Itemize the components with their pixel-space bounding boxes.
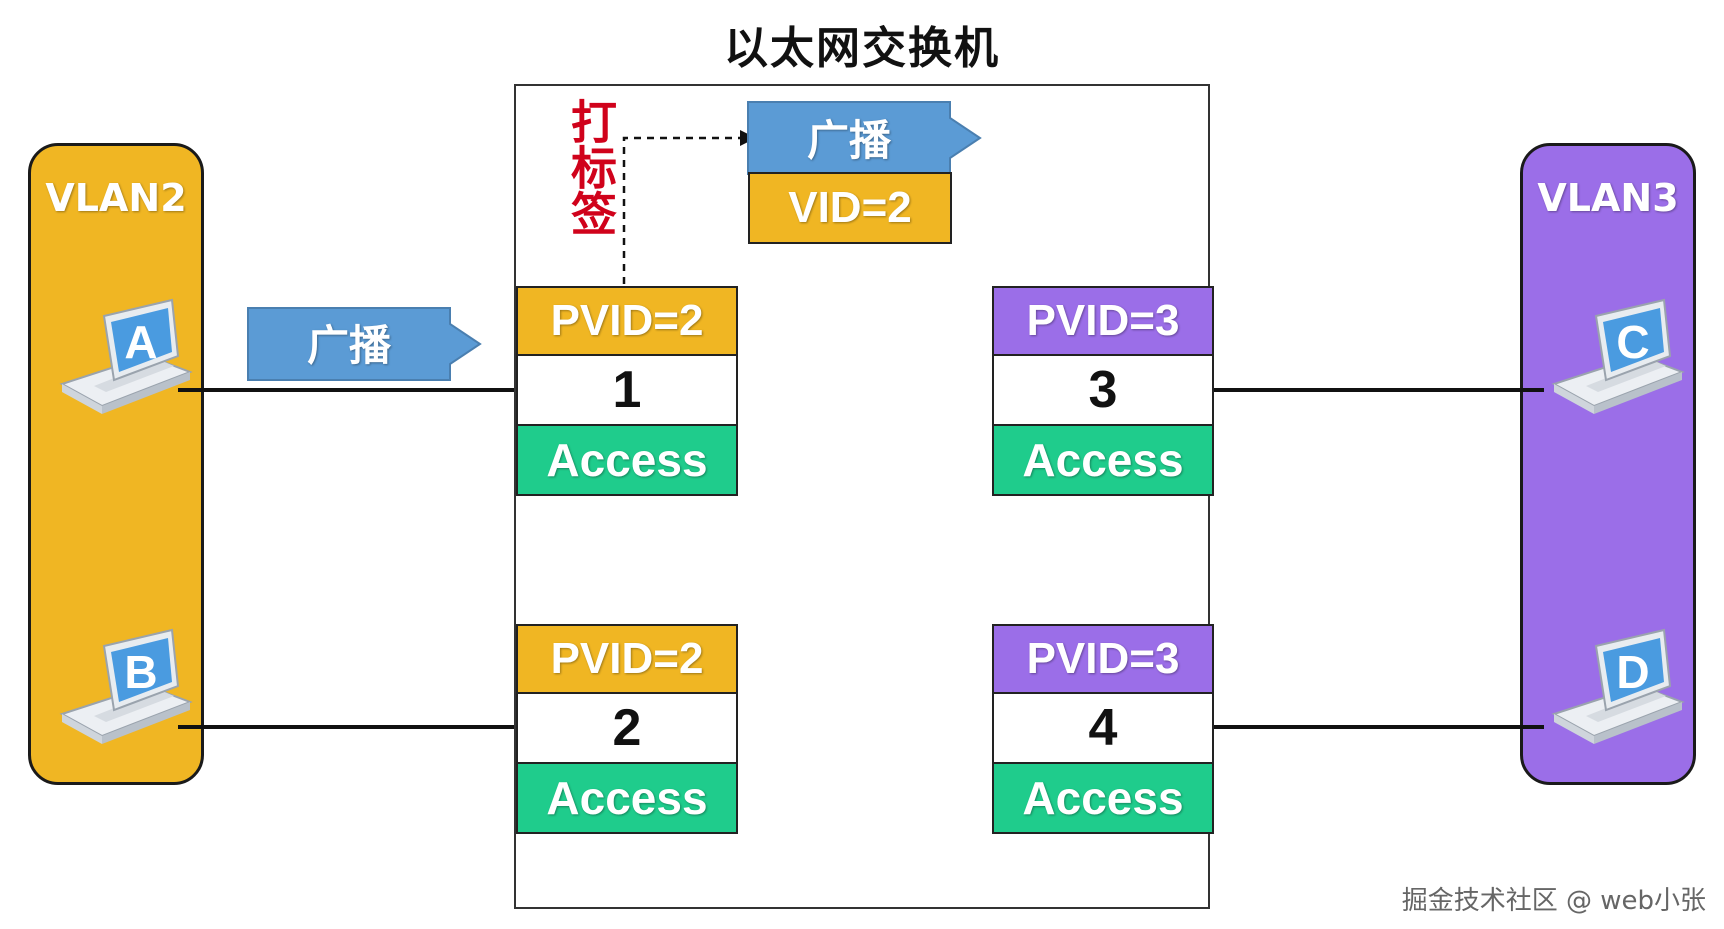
laptop-b-icon: B — [59, 628, 193, 744]
laptop-d-icon: D — [1551, 628, 1685, 744]
incoming-frame-label: 广播 — [306, 320, 391, 370]
switch-title: 以太网交换机 — [724, 23, 1000, 74]
host-b-label: B — [124, 646, 157, 698]
link-b-port2 — [178, 725, 516, 729]
port-mode: Access — [516, 764, 738, 834]
port-pvid: PVID=2 — [516, 624, 738, 694]
laptop-c-icon: C — [1551, 298, 1685, 414]
vlan2-label: VLAN2 — [45, 176, 187, 220]
port-number: 4 — [992, 694, 1214, 764]
host-c-label: C — [1616, 316, 1649, 368]
port-pvid: PVID=3 — [992, 286, 1214, 356]
port-pvid: PVID=2 — [516, 286, 738, 356]
port-3: PVID=3 3 Access — [992, 286, 1214, 496]
port-1: PVID=2 1 Access — [516, 286, 738, 496]
laptop-a-icon: A — [59, 298, 193, 414]
port-pvid: PVID=3 — [992, 624, 1214, 694]
tagging-label: 打标签 — [564, 98, 618, 236]
port-number: 2 — [516, 694, 738, 764]
port-2: PVID=2 2 Access — [516, 624, 738, 834]
port-mode: Access — [516, 426, 738, 496]
port-number: 3 — [992, 356, 1214, 426]
host-d-label: D — [1616, 646, 1649, 698]
vid-field: VID=2 — [748, 172, 952, 244]
port-4: PVID=3 4 Access — [992, 624, 1214, 834]
link-d-port4 — [1208, 725, 1544, 729]
link-a-port1 — [178, 388, 516, 392]
port-mode: Access — [992, 426, 1214, 496]
vlan3-label: VLAN3 — [1537, 176, 1679, 220]
tagged-frame-label: 广播 — [806, 115, 891, 165]
port-number: 1 — [516, 356, 738, 426]
watermark: 掘金技术社区 @ web小张 — [1401, 886, 1706, 916]
incoming-frame-arrow — [247, 307, 482, 381]
link-c-port3 — [1208, 388, 1544, 392]
tagging-path — [622, 130, 756, 284]
port-mode: Access — [992, 764, 1214, 834]
host-a-label: A — [124, 316, 157, 368]
